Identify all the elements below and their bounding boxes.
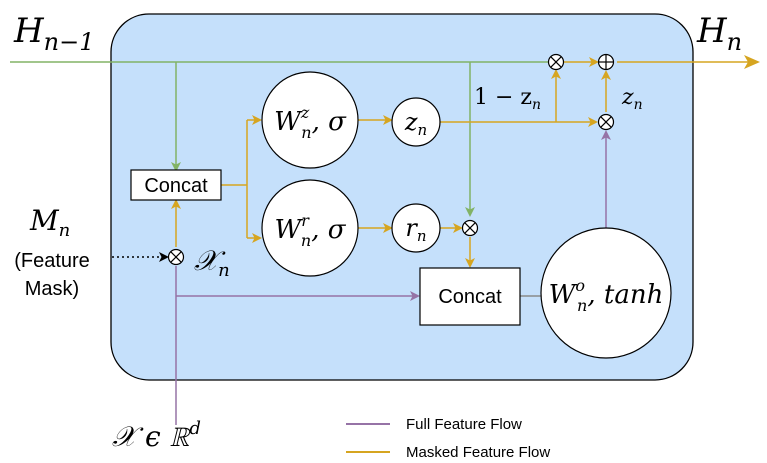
zn-label: zn bbox=[404, 108, 427, 139]
zn-node bbox=[391, 97, 441, 147]
hidden-state-flow bbox=[10, 61, 548, 217]
concat-left-box bbox=[130, 169, 222, 201]
multiply-op-top bbox=[547, 53, 565, 71]
wz-node bbox=[261, 71, 359, 169]
mask-text-line1: (Feature bbox=[14, 250, 90, 272]
legend: Full Feature Flow Masked Feature Flow bbox=[346, 416, 550, 461]
multiply-op-right bbox=[597, 113, 615, 131]
legend-masked-label: Masked Feature Flow bbox=[406, 444, 550, 461]
wo-node bbox=[540, 227, 672, 359]
multiply-op-reset bbox=[461, 219, 479, 237]
concat-bottom-label: Concat bbox=[438, 286, 502, 308]
h-next-label: Hn bbox=[696, 11, 742, 56]
masked-feature-flow bbox=[171, 55, 760, 268]
mask-symbol-label: Mn bbox=[29, 204, 70, 241]
rn-label: rn bbox=[405, 214, 426, 245]
mask-text-line2: Mask) bbox=[25, 278, 79, 300]
rn-node bbox=[391, 203, 441, 253]
concat-bottom-box bbox=[419, 267, 521, 326]
z-right-label: zn bbox=[621, 85, 643, 113]
multiply-op-mask bbox=[167, 248, 185, 266]
add-op bbox=[597, 53, 615, 71]
full-feature-flow bbox=[175, 130, 611, 425]
one-minus-z-label: 1 − zn bbox=[474, 85, 541, 113]
wr-node bbox=[261, 179, 359, 277]
legend-full-label: Full Feature Flow bbox=[406, 416, 522, 433]
concat-left-label: Concat bbox=[144, 175, 208, 197]
x-input-label: 𝒳 ϵ ℝd bbox=[112, 418, 201, 453]
h-prev-label: Hn−1 bbox=[13, 11, 95, 56]
